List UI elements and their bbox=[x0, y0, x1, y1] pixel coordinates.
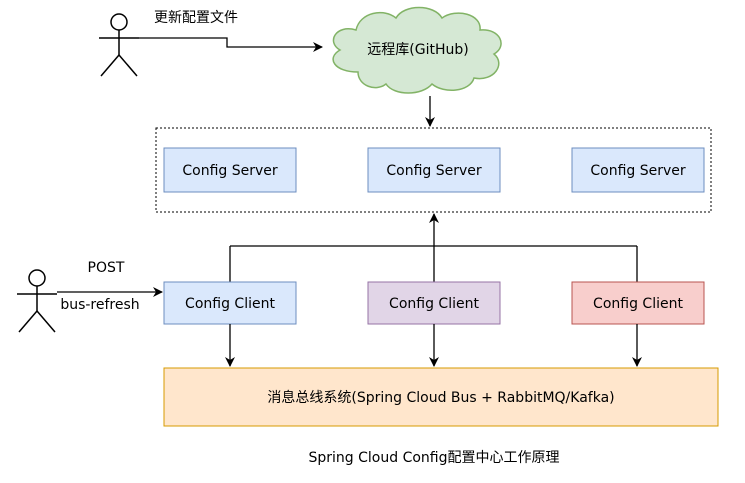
message-bus-box bbox=[163, 367, 719, 427]
client-label: Config Client bbox=[389, 296, 479, 312]
client-node: Config Client bbox=[163, 281, 297, 325]
client-box bbox=[163, 281, 297, 325]
clients-to-servers-connector bbox=[229, 213, 638, 282]
client-label: Config Client bbox=[185, 296, 275, 312]
message-bus-label: 消息总线系统(Spring Cloud Bus + RabbitMQ/Kafka… bbox=[267, 389, 614, 406]
client-label: Config Client bbox=[593, 296, 683, 312]
server-node: Config Server bbox=[163, 147, 297, 193]
repo-cloud bbox=[332, 6, 502, 94]
server-box bbox=[367, 147, 501, 193]
client-box bbox=[367, 281, 501, 325]
client-box bbox=[571, 281, 705, 325]
server-box bbox=[163, 147, 297, 193]
post-label: POST bbox=[88, 260, 125, 276]
diagram-caption: Spring Cloud Config配置中心工作原理 bbox=[309, 450, 560, 466]
server-node: Config Server bbox=[571, 147, 705, 193]
update-arrow bbox=[139, 37, 323, 52]
clients-to-bus-arrows bbox=[225, 324, 642, 367]
poster-actor-icon bbox=[17, 269, 57, 333]
server-label: Config Server bbox=[386, 163, 482, 179]
client-node: Config Client bbox=[367, 281, 501, 325]
updater-actor-icon bbox=[99, 13, 139, 77]
client-node: Config Client bbox=[571, 281, 705, 325]
server-box bbox=[571, 147, 705, 193]
server-node: Config Server bbox=[367, 147, 501, 193]
bus-refresh-label: bus-refresh bbox=[60, 297, 139, 313]
server-cluster-container bbox=[155, 127, 712, 213]
server-label: Config Server bbox=[182, 163, 278, 179]
server-label: Config Server bbox=[590, 163, 686, 179]
repo-label: 远程库(GitHub) bbox=[367, 42, 468, 58]
updater-label: 更新配置文件 bbox=[154, 10, 238, 26]
